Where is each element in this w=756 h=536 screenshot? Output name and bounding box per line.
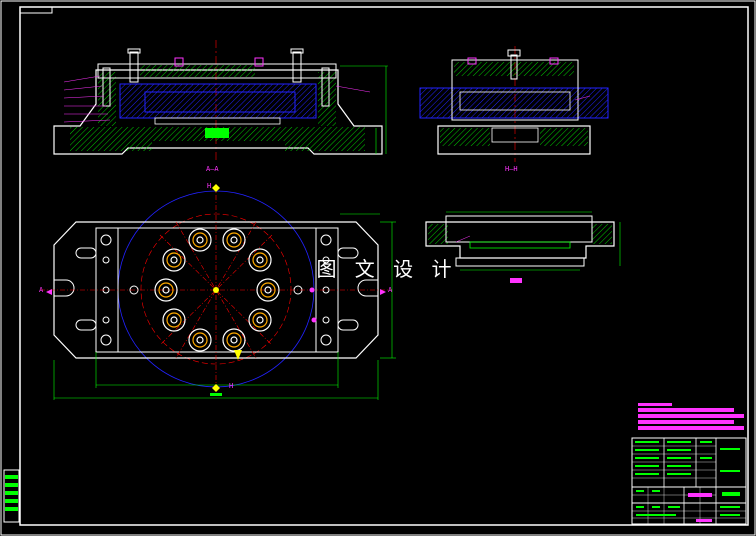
fixture-ring-group <box>154 228 280 352</box>
watermark-text: 图 文 设 计 <box>316 257 458 281</box>
side-view <box>425 211 621 283</box>
corner-tab <box>19 6 53 14</box>
marker-h-bottom: H <box>229 382 234 390</box>
section-hh-label: H—H <box>505 165 518 173</box>
section-aa-label: A—A <box>206 165 219 173</box>
title-block <box>631 437 747 525</box>
marker-h-top: H <box>207 182 212 190</box>
technical-notes <box>638 403 744 430</box>
left-strip <box>3 469 20 523</box>
section-hh-view <box>419 46 609 162</box>
marker-a-right: A <box>388 286 393 294</box>
plan-view <box>40 184 396 400</box>
marker-a-left: A <box>39 286 44 294</box>
section-aa-view <box>53 40 388 162</box>
inner-frame <box>19 6 749 526</box>
